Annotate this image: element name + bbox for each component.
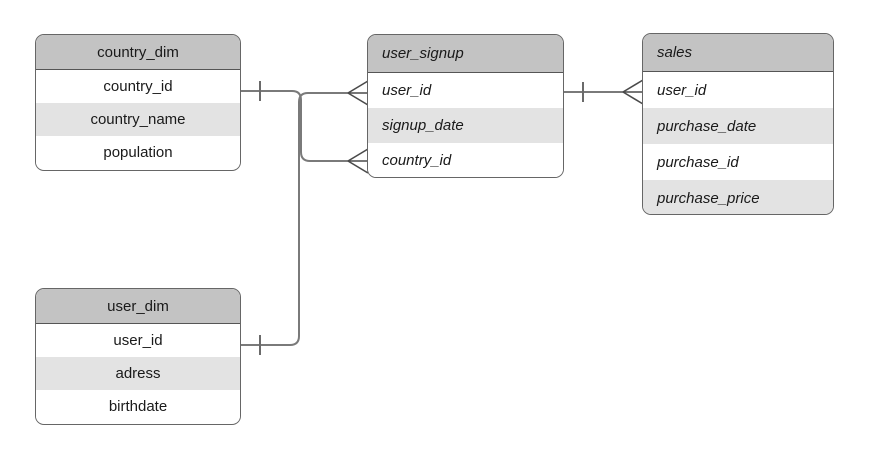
entity-field-user_dim-user_id[interactable]: user_id [36,324,240,357]
entity-field-sales-user_id[interactable]: user_id [643,72,833,108]
entity-field-user_signup-user_id[interactable]: user_id [368,73,563,108]
entity-field-sales-purchase_date[interactable]: purchase_date [643,108,833,144]
entity-field-country_dim-population[interactable]: population [36,136,240,169]
relationship-line-country [241,90,348,162]
relationship-user-dim-to-user-signup [241,80,369,355]
entity-field-country_dim-country_name[interactable]: country_name [36,103,240,136]
relationship-line-user-dim [241,92,348,346]
relationship-country-dim-to-user-signup [241,81,369,174]
entity-field-user_dim-adress[interactable]: adress [36,357,240,390]
entity-field-country_dim-country_id[interactable]: country_id [36,70,240,103]
entity-field-sales-purchase_id[interactable]: purchase_id [643,144,833,180]
entity-field-user_signup-signup_date[interactable]: signup_date [368,108,563,143]
cardinality-many-crowsfoot-user-dim [347,80,369,106]
entity-title-user_dim: user_dim [36,289,240,324]
entity-title-user_signup: user_signup [368,35,563,73]
cardinality-many-crowsfoot-country [347,148,369,174]
entity-field-user_dim-birthdate[interactable]: birthdate [36,390,240,423]
entity-field-sales-purchase_price[interactable]: purchase_price [643,180,833,214]
entity-title-country_dim: country_dim [36,35,240,70]
relationship-user-signup-to-sales [564,79,644,105]
cardinality-many-crowsfoot-sales [622,79,644,105]
entity-title-sales: sales [643,34,833,72]
entity-field-user_signup-country_id[interactable]: country_id [368,143,563,177]
